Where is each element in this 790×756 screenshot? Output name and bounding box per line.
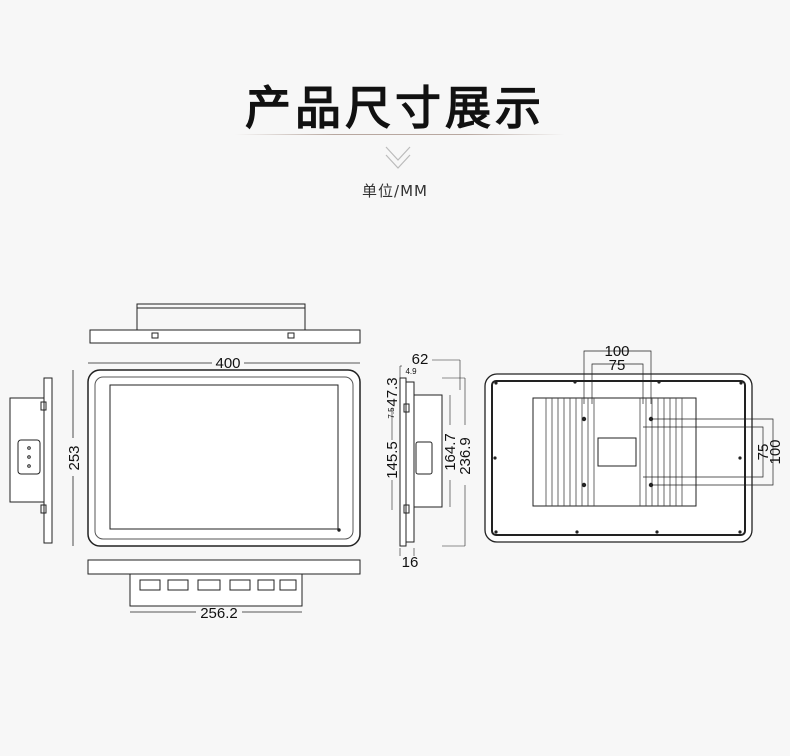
- right-side-view: [391, 359, 466, 556]
- vesa-outer-v-label: 100: [767, 439, 784, 464]
- side-depth-label: 62: [412, 351, 429, 368]
- top-view: [89, 303, 361, 344]
- side-small-label: 7.5: [387, 407, 396, 419]
- bottom-view: [87, 559, 361, 613]
- side-total-label: 236.9: [457, 437, 474, 475]
- unit-label: 单位/MM: [362, 182, 428, 200]
- bottom-width-label: 256.2: [200, 605, 238, 622]
- back-view: [484, 350, 774, 543]
- vesa-inner-v-label: 75: [755, 444, 772, 461]
- front-width-label: 400: [215, 355, 240, 372]
- side-bezel-label: 4.9: [405, 367, 417, 376]
- front-view: [72, 362, 361, 547]
- side-mount-label: 145.5: [384, 441, 401, 479]
- left-side-view: [9, 377, 53, 544]
- vesa-outer-h-label: 100: [604, 343, 629, 360]
- side-thickness-label: 16: [402, 554, 419, 571]
- side-box-label: 164.7: [442, 433, 459, 471]
- vesa-inner-h-label: 75: [609, 357, 626, 374]
- side-top-offset-label: 47.3: [384, 377, 401, 406]
- page-title: 产品尺寸展示: [245, 81, 545, 135]
- title-divider: [235, 134, 565, 135]
- front-height-label: 253: [66, 445, 83, 470]
